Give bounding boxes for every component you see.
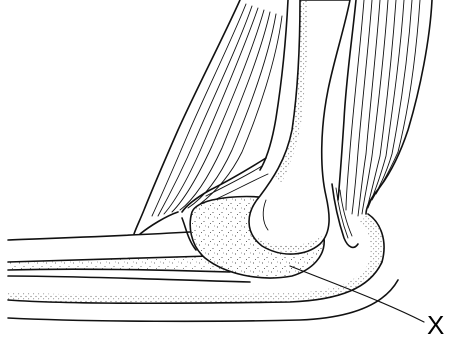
triceps-muscle [332,0,432,247]
callout-label-x: X [427,312,444,338]
